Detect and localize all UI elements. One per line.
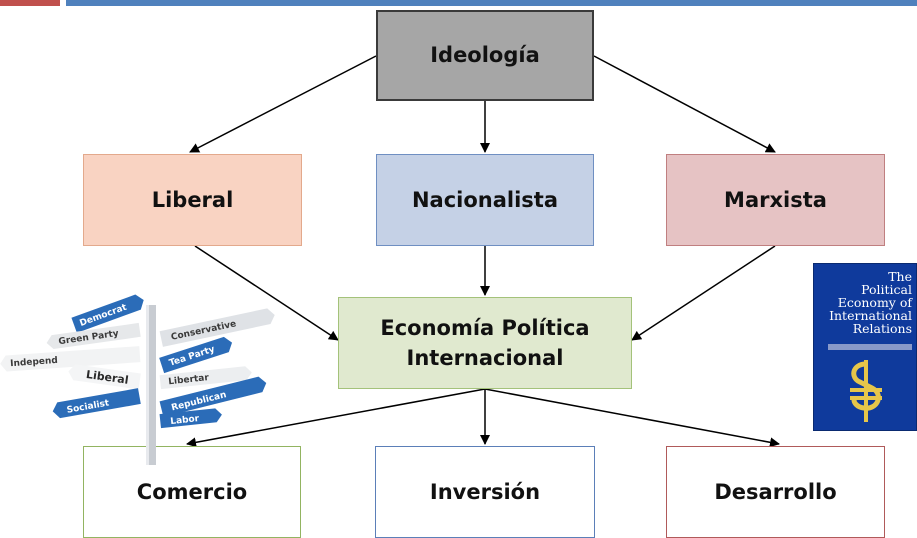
- sign-libertar: Libertar: [159, 366, 252, 390]
- node-economia-politica-internacional: Economía Política Internacional: [338, 297, 632, 389]
- header-line: [66, 0, 917, 6]
- svg-text:Liberal: Liberal: [85, 368, 129, 387]
- arrow-liberal-epi: [194, 245, 339, 341]
- node-desarrollo: Desarrollo: [666, 446, 885, 538]
- arrow-epi-desarrollo: [484, 388, 780, 448]
- svg-text:Labor: Labor: [170, 414, 200, 427]
- node-nacionalista: Nacionalista: [376, 154, 594, 246]
- node-epi-line2: Internacional: [406, 346, 564, 370]
- sign-labor: Labor: [159, 408, 222, 429]
- node-marxista: Marxista: [666, 154, 885, 246]
- book-cover-image: The Political Economy of International R…: [813, 263, 917, 431]
- arrow-ideologia-marxista: [593, 55, 776, 153]
- arrow-marxista-epi: [631, 245, 776, 341]
- sign-independ: Independ: [0, 346, 141, 372]
- book-author-band: [828, 344, 912, 350]
- signpost-illustration: Democrat Conservative Green Party Tea Pa…: [0, 294, 275, 465]
- node-ideologia: Ideología: [376, 10, 594, 101]
- arrow-ideologia-liberal: [189, 55, 377, 153]
- node-inversion: Inversión: [375, 446, 595, 538]
- sign-socialist: Socialist: [52, 388, 141, 419]
- arrow-epi-comercio: [186, 388, 486, 448]
- book-title: The Political Economy of International R…: [829, 269, 912, 336]
- sign-green-party: Green Party: [46, 322, 141, 350]
- header-accent-bar: [0, 0, 60, 6]
- node-liberal: Liberal: [83, 154, 302, 246]
- svg-text:Libertar: Libertar: [168, 373, 210, 387]
- node-epi-line1: Economía Política: [380, 315, 590, 340]
- svg-text:Independ: Independ: [10, 356, 58, 369]
- currency-symbol-icon: [850, 360, 882, 422]
- sign-liberal: Liberal: [68, 364, 141, 390]
